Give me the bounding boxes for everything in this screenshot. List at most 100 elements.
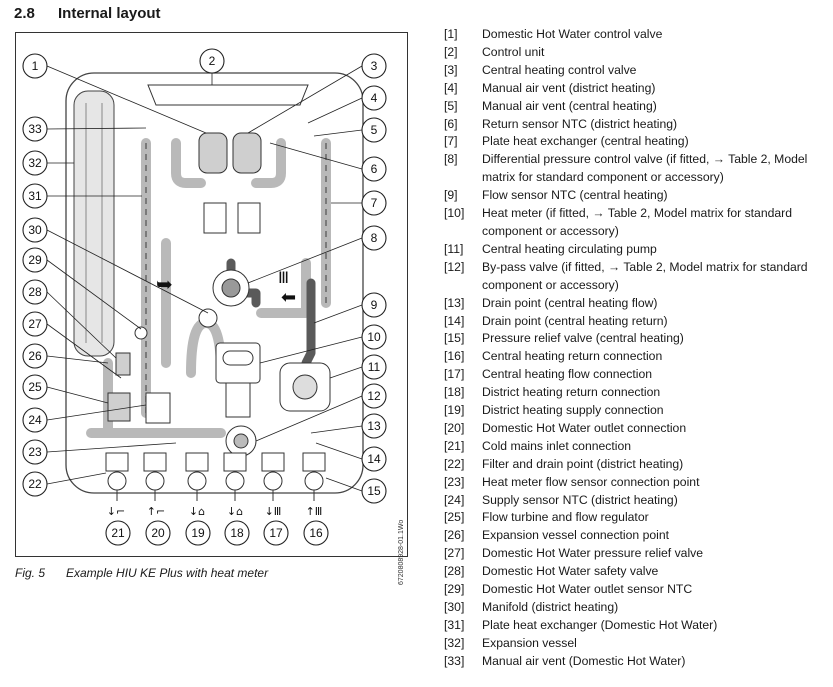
callout-21: 21: [105, 520, 131, 546]
svg-text:32: 32: [28, 156, 42, 170]
legend-item: [22]Filter and drain point (district hea…: [444, 456, 684, 471]
callout-26: 26: [22, 343, 48, 369]
svg-text:25: 25: [28, 380, 42, 394]
callout-14: 14: [361, 446, 387, 472]
callout-10: 10: [361, 324, 387, 350]
callout-18: 18: [224, 520, 250, 546]
svg-text:23: 23: [28, 445, 42, 459]
legend-item: [14]Drain point (central heating return): [444, 313, 668, 328]
legend-item: [8]Differential pressure control valve (…: [444, 152, 808, 185]
figure-caption-label: Fig. 5: [15, 566, 46, 580]
dhw-arrow-icon: ➥: [156, 272, 173, 296]
legend-item: [30]Manifold (district heating): [444, 600, 619, 614]
callout-24: 24: [22, 407, 48, 433]
svg-text:11: 11: [368, 360, 381, 374]
legend-item: [19]District heating supply connection: [444, 403, 664, 418]
svg-text:17: 17: [269, 526, 283, 540]
ch-flow-icon: ↓Ⅲ: [265, 505, 282, 518]
legend-item: [4]Manual air vent (district heating): [444, 80, 656, 95]
figure-caption-text: Example HIU KE Plus with heat meter: [66, 566, 269, 580]
svg-text:30: 30: [28, 223, 42, 237]
svg-text:22: 22: [28, 477, 42, 491]
callout-9: 9: [361, 292, 387, 318]
callout-15: 15: [361, 478, 387, 504]
callout-25: 25: [22, 374, 48, 400]
svg-text:19: 19: [191, 526, 205, 540]
legend-item: [29]Domestic Hot Water outlet sensor NTC: [444, 582, 693, 597]
svg-text:18: 18: [230, 526, 244, 540]
expansion-vessel-shape: [73, 90, 115, 357]
legend-item: [24]Supply sensor NTC (district heating): [444, 492, 678, 507]
callout-32: 32: [22, 150, 48, 176]
cold-tap-icon: ↓⌐: [107, 505, 125, 518]
svg-text:14: 14: [367, 452, 381, 466]
svg-text:27: 27: [28, 317, 42, 331]
control-unit-shape: [147, 84, 309, 106]
callout-19: 19: [185, 520, 211, 546]
callout-30: 30: [22, 217, 48, 243]
svg-text:2: 2: [209, 54, 216, 68]
figure-code: 6720808928-01.1Wo: [398, 519, 405, 585]
callout-16: 16: [303, 520, 329, 546]
ch-control-valve-shape: [232, 132, 262, 174]
callout-17: 17: [263, 520, 289, 546]
callout-7: 7: [361, 190, 387, 216]
legend-item: [15]Pressure relief valve (central heati…: [444, 331, 684, 346]
legend-item: [33]Manual air vent (Domestic Hot Water): [444, 653, 686, 668]
section-title: Internal layout: [58, 5, 161, 22]
svg-text:13: 13: [367, 419, 381, 433]
legend-item: [7]Plate heat exchanger (central heating…: [444, 134, 689, 149]
svg-text:3: 3: [371, 59, 378, 73]
legend-item: [31]Plate heat exchanger (Domestic Hot W…: [444, 617, 718, 632]
callout-22: 22: [22, 471, 48, 497]
figure-caption: Fig. 5 Example HIU KE Plus with heat mete…: [15, 566, 268, 580]
callout-8: 8: [361, 225, 387, 251]
svg-text:8: 8: [371, 231, 378, 245]
svg-text:7: 7: [371, 196, 378, 210]
legend-item: [1]Domestic Hot Water control valve: [444, 27, 663, 41]
svg-text:21: 21: [111, 526, 125, 540]
callout-1: 1: [22, 53, 48, 79]
svg-text:26: 26: [28, 349, 42, 363]
svg-text:33: 33: [28, 122, 42, 136]
svg-text:5: 5: [371, 123, 378, 137]
svg-text:1: 1: [32, 59, 39, 73]
legend-item: [17]Central heating flow connection: [444, 367, 653, 382]
bottom-connections: [105, 452, 326, 501]
legend-item: [5]Manual air vent (central heating): [444, 98, 657, 113]
svg-text:15: 15: [367, 484, 381, 498]
callout-3: 3: [361, 53, 387, 79]
svg-text:4: 4: [371, 91, 378, 105]
legend-item: [11]Central heating circulating pump: [444, 241, 657, 256]
svg-text:16: 16: [309, 526, 323, 540]
callout-27: 27: [22, 311, 48, 337]
district-supply-icon: ↓⌂: [189, 505, 205, 518]
legend-item: [9]Flow sensor NTC (central heating): [444, 188, 668, 203]
svg-text:29: 29: [28, 253, 42, 267]
legend-item: [21]Cold mains inlet connection: [444, 438, 632, 453]
callout-33: 33: [22, 116, 48, 142]
legend-item: [20]Domestic Hot Water outlet connection: [444, 420, 687, 435]
legend-item: [13]Drain point (central heating flow): [444, 295, 658, 310]
legend-list: [1]Domestic Hot Water control valve [2]C…: [444, 26, 830, 671]
callout-28: 28: [22, 279, 48, 305]
ch-return-icon: ↑Ⅲ: [306, 505, 323, 518]
radiator-icon: Ⅲ: [278, 268, 289, 287]
svg-text:24: 24: [28, 413, 42, 427]
legend-item: [25]Flow turbine and flow regulator: [444, 510, 649, 525]
legend-item: [32]Expansion vessel: [444, 635, 577, 650]
svg-text:31: 31: [28, 189, 42, 203]
callout-29: 29: [22, 247, 48, 273]
legend-item: [3]Central heating control valve: [444, 62, 637, 77]
legend-item: [2]Control unit: [444, 44, 545, 59]
legend-item: [28]Domestic Hot Water safety valve: [444, 564, 659, 579]
legend-item: [23]Heat meter flow sensor connection po…: [444, 474, 700, 489]
svg-text:12: 12: [367, 389, 381, 403]
hot-tap-icon: ↑⌐: [147, 505, 165, 518]
svg-text:10: 10: [367, 330, 381, 344]
legend-item: [10]Heat meter (if fitted, → Table 2, Mo…: [444, 206, 793, 238]
svg-text:28: 28: [28, 285, 42, 299]
callout-11: 11: [361, 354, 387, 380]
callout-6: 6: [361, 156, 387, 182]
svg-text:20: 20: [151, 526, 165, 540]
